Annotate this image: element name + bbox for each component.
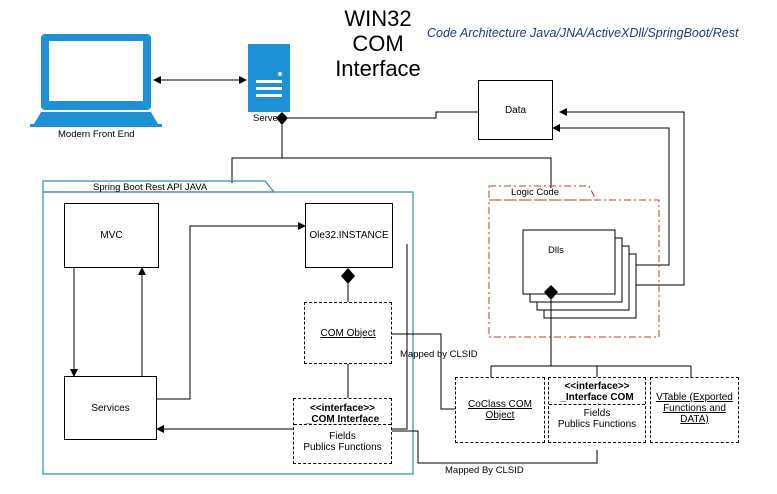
com-interface-functions: Publics Functions xyxy=(303,442,382,453)
interface-com-fields: Fields xyxy=(583,408,611,419)
front-end-label: Modern Front End xyxy=(58,129,135,140)
interface-com-functions: Publics Functions xyxy=(557,419,637,430)
server-icon xyxy=(248,44,290,112)
logic-code-frame xyxy=(488,185,660,338)
spring-boot-title: Spring Boot Rest API JAVA xyxy=(93,182,208,193)
title-line-1: WIN32 xyxy=(344,6,412,31)
com-interface-fields: Fields xyxy=(329,431,356,442)
com-object-box[interactable]: COM Object xyxy=(304,302,392,364)
dlls-label: Dlls xyxy=(548,245,564,256)
dlls-stack xyxy=(522,229,637,319)
interface-com-stereotype: <<interface>> xyxy=(564,381,630,392)
interface-com-name: _Interface COM xyxy=(560,392,634,403)
server-label: Server xyxy=(253,113,281,124)
data-box[interactable]: Data xyxy=(478,80,553,140)
dlls-diamond xyxy=(544,285,558,300)
com-interface-header: <<interface>> _COM Interface xyxy=(294,399,391,425)
comobject-to-coclass-line xyxy=(392,333,455,410)
com-interface-name: _COM Interface xyxy=(305,414,380,425)
vtable-line-2: Functions and xyxy=(663,403,726,414)
dlls-to-data-line xyxy=(559,108,685,289)
diagram-title: WIN32 COM Interface xyxy=(318,6,438,81)
server-to-data-line xyxy=(288,111,478,119)
coclass-line-1: CoClass COM xyxy=(468,399,532,410)
mvc-label: MVC xyxy=(100,230,123,241)
ole32-box[interactable]: Ole32.INSTANCE xyxy=(305,203,393,268)
cominterface-to-ifacecom-line xyxy=(392,430,598,464)
logic-code-title: Logic Code xyxy=(511,187,560,198)
cominterface-to-services-arrow xyxy=(156,244,408,433)
vtable-line-1: VTable (Exported xyxy=(656,392,733,403)
mvc-box[interactable]: MVC xyxy=(64,203,159,268)
interface-com-header: <<interface>> _Interface COM xyxy=(549,378,645,405)
mapped-by-clsid-label-1: Mapped by CLSID xyxy=(400,349,478,360)
vtable-box[interactable]: VTable (Exported Functions and DATA) xyxy=(650,377,739,443)
title-line-3: Interface xyxy=(335,56,421,81)
services-to-ole32-arrow xyxy=(157,222,306,400)
services-box[interactable]: Services xyxy=(64,376,157,440)
interface-com-body: Fields Publics Functions xyxy=(549,405,645,430)
data-label: Data xyxy=(504,104,527,116)
com-interface-box[interactable]: <<interface>> _COM Interface Fields Publ… xyxy=(293,398,392,464)
com-interface-body: Fields Publics Functions xyxy=(294,425,391,453)
spring-boot-frame xyxy=(42,180,414,475)
services-label: Services xyxy=(91,402,130,414)
vtable-line-3: DATA) xyxy=(680,414,709,425)
coclass-line-2: Object xyxy=(485,410,515,421)
server-to-logic-line xyxy=(282,157,552,188)
coclass-box[interactable]: CoClass COM Object xyxy=(455,377,545,443)
diagram-subtitle: Code Architecture Java/JNA/ActiveXDll/Sp… xyxy=(427,26,739,40)
ole32-diamond xyxy=(341,268,355,284)
mapped-by-clsid-label-2: Mapped By CLSID xyxy=(445,465,524,476)
computer-icon xyxy=(30,34,162,127)
server-to-spring-line xyxy=(231,125,283,183)
com-object-label: COM Object xyxy=(320,327,376,339)
ole32-label: Ole32.INSTANCE xyxy=(309,230,389,241)
interface-com-box[interactable]: <<interface>> _Interface COM Fields Publ… xyxy=(548,377,646,443)
server-diamond xyxy=(276,112,288,125)
com-interface-stereotype: <<interface>> xyxy=(309,403,376,414)
title-line-2: COM xyxy=(352,31,404,56)
